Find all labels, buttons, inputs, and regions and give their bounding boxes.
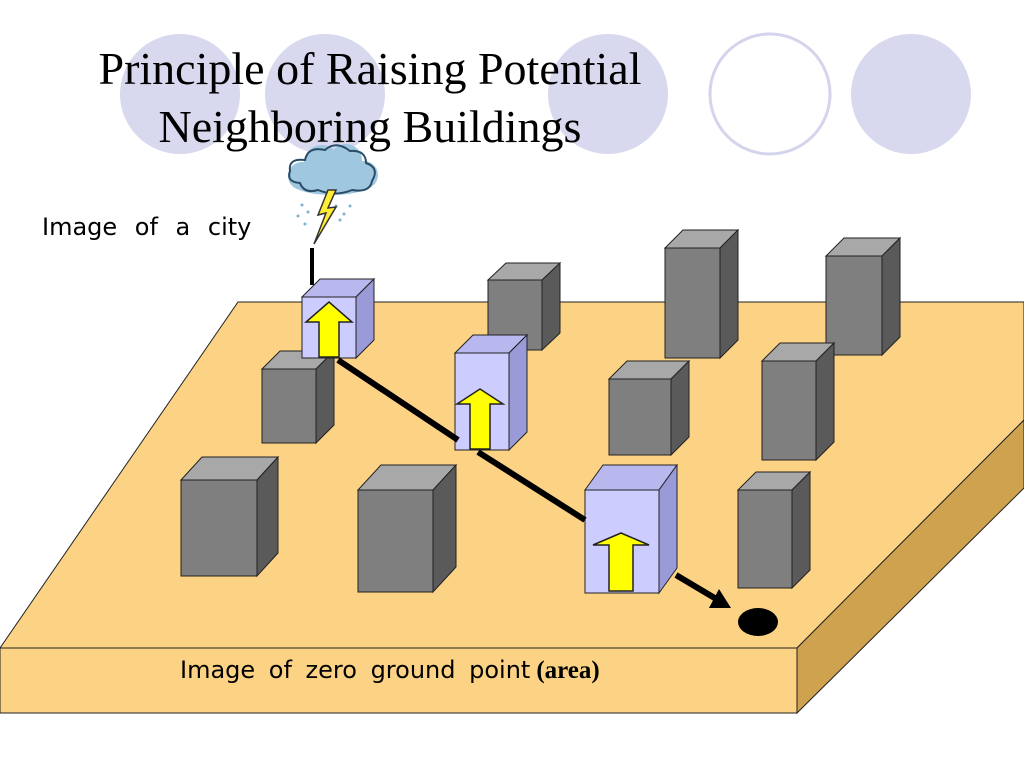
raised-building <box>584 463 678 595</box>
title-line-2: Neighboring Buildings <box>158 101 582 152</box>
building <box>824 236 902 357</box>
grey-buildings <box>179 228 902 594</box>
building <box>260 349 336 445</box>
building <box>760 341 836 462</box>
zero-point-arrow <box>336 357 731 608</box>
slide-title: Principle of Raising Potential Neighbori… <box>20 40 720 156</box>
zero-point-label: Image of zero ground point (area) <box>180 656 600 685</box>
building <box>663 228 740 360</box>
raised-buildings <box>300 277 678 595</box>
up-arrow-icon <box>303 301 355 358</box>
building <box>607 359 691 457</box>
lightning-cloud-icon <box>288 144 378 285</box>
building <box>179 455 280 578</box>
raised-building <box>453 333 529 452</box>
up-arrow-icon <box>592 532 650 592</box>
zero-point-label-area: (area) <box>536 657 600 684</box>
up-arrow-icon <box>454 388 506 450</box>
building <box>736 470 812 590</box>
zero-point-dot <box>738 608 778 636</box>
building <box>356 463 458 594</box>
decorative-circles <box>120 32 971 156</box>
zero-point-label-text: Image of zero ground point <box>180 656 531 684</box>
raised-building <box>300 277 376 360</box>
city-label: Image of a city <box>42 213 252 241</box>
title-line-1: Principle of Raising Potential <box>98 43 642 94</box>
